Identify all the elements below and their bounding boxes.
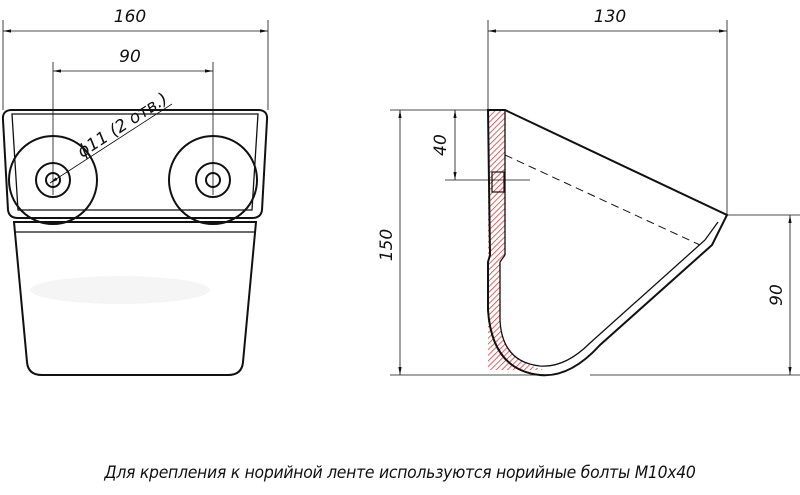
front-view xyxy=(1,109,269,376)
bucket-rim-outer xyxy=(1,109,269,219)
width-dimension: 160 xyxy=(114,7,146,27)
hidden-line xyxy=(504,154,701,246)
hole-offset-dimension: 40 xyxy=(431,134,451,156)
hole-spacing-dimension: 90 xyxy=(119,47,141,67)
side-dimensions xyxy=(390,20,800,376)
bucket-rim-inner xyxy=(11,113,259,211)
hole-diameter-note: ϕ11 (2 отв.) xyxy=(74,89,172,162)
height-dimension: 150 xyxy=(377,229,397,261)
bucket-side-inner xyxy=(499,221,719,367)
tip-height-dimension: 90 xyxy=(767,284,787,306)
back-plate-section xyxy=(488,110,545,370)
bucket-side-outer xyxy=(486,109,729,377)
side-view xyxy=(486,109,729,377)
drawing-caption: Для крепления к норийной ленте использую… xyxy=(104,463,696,483)
depth-dimension: 130 xyxy=(594,7,626,27)
front-dimensions xyxy=(2,20,269,195)
bucket-body xyxy=(12,221,258,376)
